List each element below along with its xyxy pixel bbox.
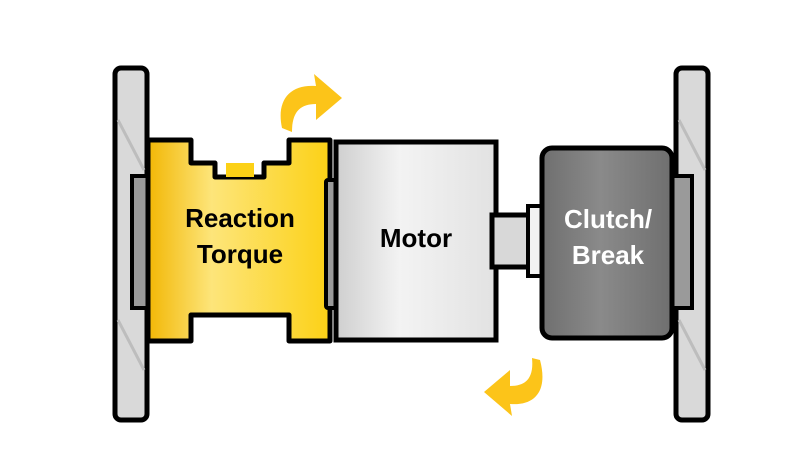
motor-label: Motor — [380, 223, 452, 253]
reaction-torque-notch — [226, 163, 254, 177]
top-rotation-arrow-icon — [280, 74, 342, 132]
left-wall-hatch — [116, 119, 146, 171]
right-wall-bearing — [670, 174, 694, 310]
reaction-torque-label-line1: Reaction — [185, 203, 295, 233]
clutch-label-line1: Clutch/ — [564, 204, 652, 234]
reaction-torque-sensor — [145, 137, 333, 344]
bottom-rotation-arrow-icon — [484, 358, 543, 416]
reaction-torque-label-line2: Torque — [197, 239, 283, 269]
clutch-label-line2: Break — [572, 240, 645, 270]
motor-body — [333, 139, 499, 343]
right-wall-hatch — [677, 319, 707, 371]
right-wall-hatch — [677, 119, 707, 171]
left-wall-hatch — [116, 319, 146, 371]
clutch-brake-body — [539, 145, 675, 341]
